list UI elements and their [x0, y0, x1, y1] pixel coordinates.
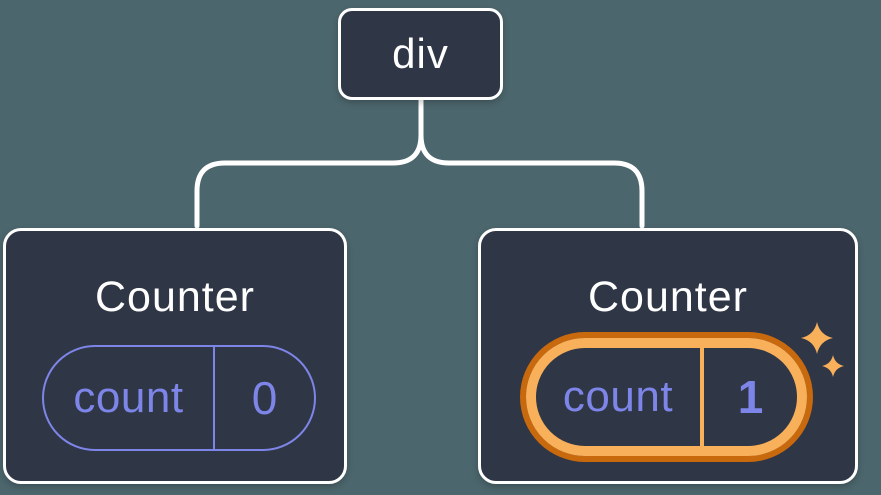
- counter-title: Counter: [95, 272, 255, 321]
- counter-title: Counter: [588, 272, 748, 321]
- pill-divider: [213, 347, 215, 449]
- counter-card-left: Counter count 0: [3, 228, 347, 484]
- root-node-label: div: [392, 30, 449, 77]
- pill-divider: [700, 348, 704, 446]
- counter-card-right: Counter count 1: [478, 228, 858, 484]
- state-value: 1: [737, 371, 764, 423]
- connector-left-branch: [194, 98, 424, 229]
- state-value: 0: [251, 372, 278, 424]
- state-pill-count-1: count 1: [526, 338, 807, 456]
- state-key-label: count: [562, 372, 674, 421]
- state-pill-count-0: count 0: [42, 345, 316, 451]
- connector-right-branch: [418, 98, 645, 229]
- state-key-label: count: [73, 373, 184, 422]
- root-node-div: div: [338, 8, 503, 100]
